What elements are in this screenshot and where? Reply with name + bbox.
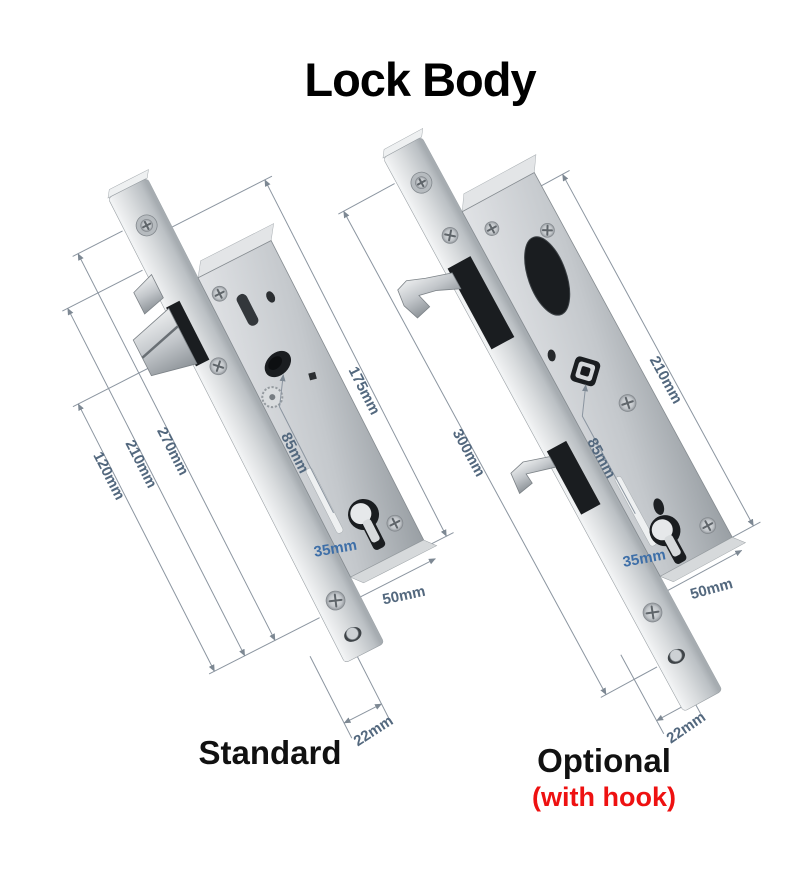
screw	[140, 219, 154, 232]
screw	[642, 602, 663, 623]
dim-label-270mm: 270mm	[153, 424, 192, 478]
dim-label-50mm: 50mm	[381, 583, 427, 609]
dim-300mm-line	[343, 210, 607, 696]
case-details	[484, 221, 717, 564]
dim-85mm-leader	[279, 374, 335, 514]
dim-label-50mm: 50mm	[688, 575, 734, 603]
screw	[540, 222, 555, 238]
screw	[441, 227, 459, 244]
screw	[211, 285, 228, 302]
screw	[209, 357, 228, 376]
square-hole	[308, 371, 317, 381]
optional-lock-illustration: 300mm 210mm 85mm 35mm 50mm 22mm	[338, 128, 761, 747]
latch-bolt	[132, 307, 198, 377]
dim-85mm-leader	[581, 384, 636, 514]
small-hole	[547, 349, 556, 362]
page-title: Lock Body	[304, 53, 536, 106]
gear-center	[269, 394, 276, 401]
spindle-hole-inner	[268, 356, 283, 370]
hook-bolt	[397, 272, 462, 319]
spindle-hole	[570, 356, 601, 387]
faceplate-edge-shade	[144, 179, 384, 643]
caption-standard: Standard	[198, 734, 342, 771]
cylinder-core	[651, 519, 673, 541]
large-oval-slot	[524, 236, 571, 316]
dim-label-210mm: 210mm	[122, 437, 161, 491]
screw	[699, 517, 717, 534]
lower-hook-bolt	[510, 456, 557, 495]
dim-120mm-line	[77, 403, 215, 672]
faceplate-edge-shade	[419, 138, 722, 691]
caption-optional: Optional	[537, 742, 671, 779]
faceplate-screws	[410, 171, 685, 664]
case-slot	[236, 293, 259, 326]
screw	[484, 221, 500, 236]
small-hole	[266, 291, 276, 303]
latch-slot	[166, 300, 210, 367]
auxiliary-bolt	[133, 273, 164, 315]
caption-with-hook: (with hook)	[532, 782, 676, 812]
optional-dimension-lines	[338, 170, 761, 735]
dim-50mm-line	[658, 549, 743, 596]
dim-210mm-line	[562, 173, 754, 527]
groove	[305, 467, 344, 534]
faceplate-highlight	[384, 158, 686, 710]
lower-hook-slot	[546, 440, 601, 515]
dim-label-22mm: 22mm	[351, 712, 397, 750]
hook-slot	[447, 256, 515, 350]
dim-22mm-line	[343, 703, 382, 724]
dim-label-300mm: 300mm	[449, 426, 489, 480]
rivet	[669, 649, 683, 662]
small-oval-hole	[653, 498, 665, 515]
dim-label-120mm: 120mm	[89, 449, 128, 503]
screw	[415, 176, 428, 190]
screw	[618, 394, 637, 412]
cylinder-cam	[664, 535, 681, 557]
latch-bevel	[141, 325, 179, 359]
case-bottom-face	[659, 537, 747, 583]
groove	[614, 476, 657, 547]
screw	[325, 590, 346, 611]
